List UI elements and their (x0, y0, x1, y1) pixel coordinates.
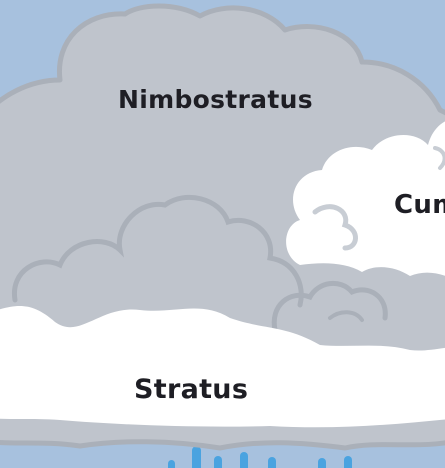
rain-drop (268, 457, 276, 468)
rain-drop (168, 460, 175, 468)
stratus-label: Stratus (134, 374, 248, 405)
rain-drop (318, 458, 326, 468)
rain-drop (192, 446, 201, 468)
nimbostratus-label: Nimbostratus (118, 85, 313, 114)
rain-drop (344, 456, 352, 468)
cumulus-label: Cumulus (394, 190, 445, 220)
rain-drop (240, 452, 248, 468)
rain-drop (214, 456, 222, 468)
